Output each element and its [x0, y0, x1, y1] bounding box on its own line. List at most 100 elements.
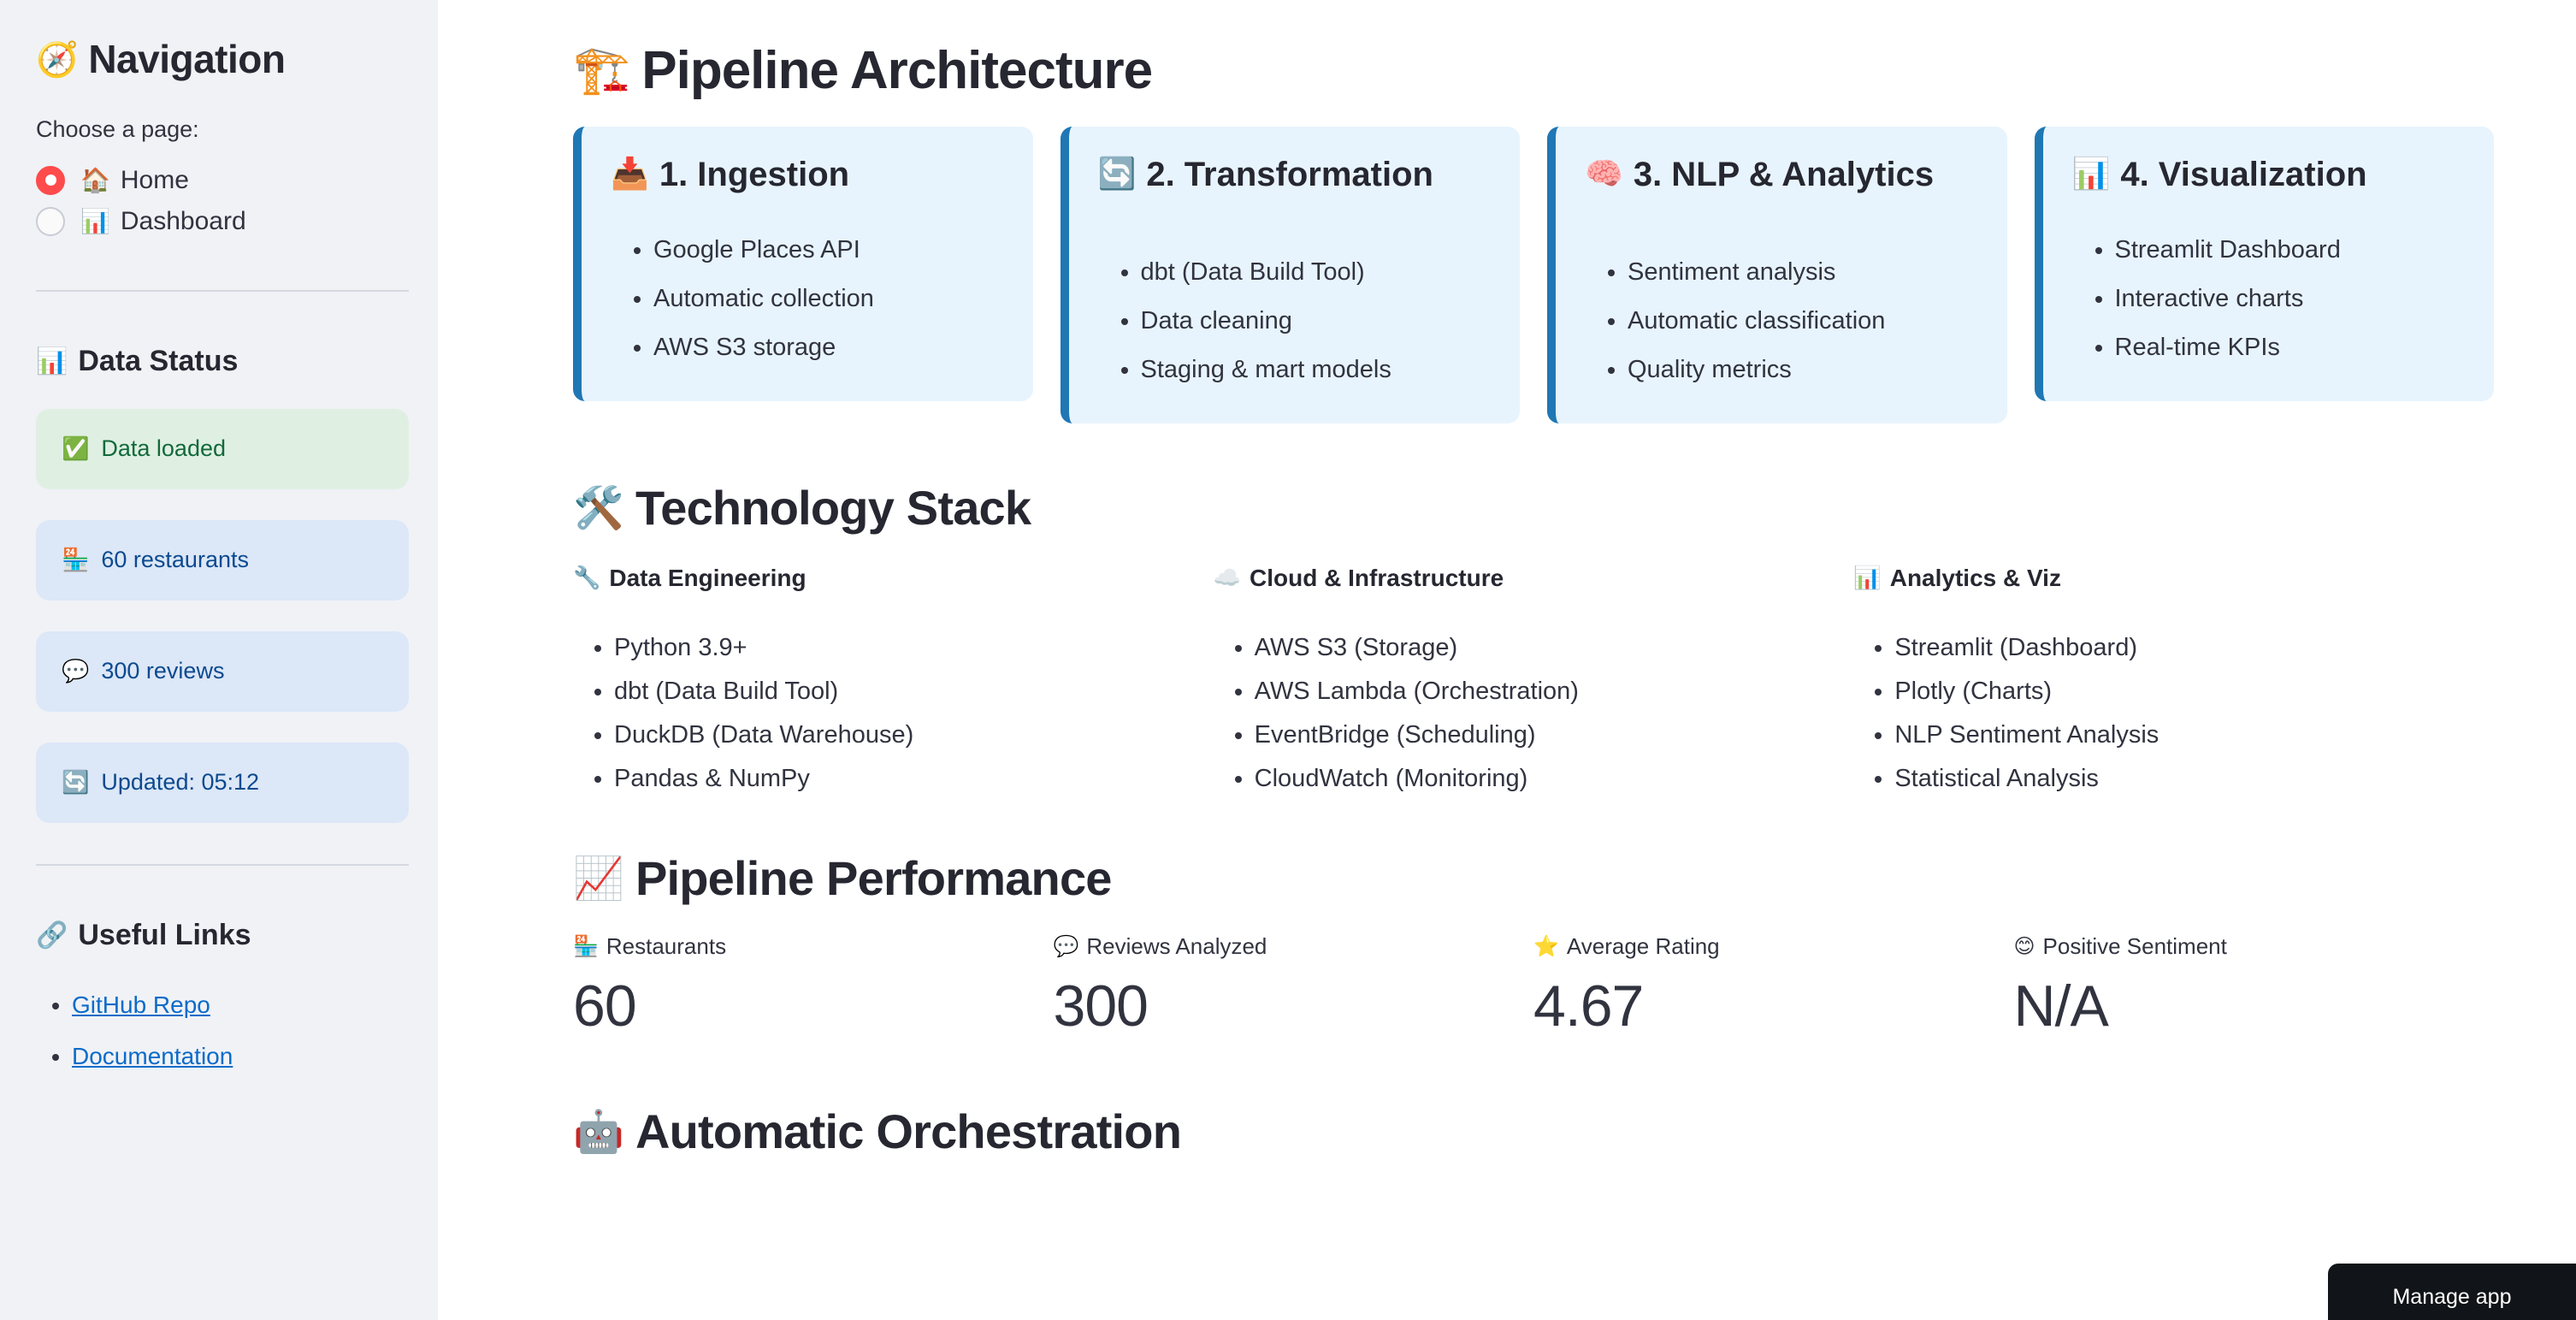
link-documentation[interactable]: Documentation — [72, 1042, 233, 1069]
brain-icon: 🧠 — [1585, 156, 1623, 192]
radio-home-label: 🏠 Home — [80, 165, 189, 194]
metric-value: 300 — [1053, 973, 1149, 1039]
list-item: dbt (Data Build Tool) — [1141, 248, 1492, 297]
main-content: 🏗️ Pipeline Architecture 📥 1. Ingestion … — [438, 0, 2576, 1320]
sidebar-divider-1 — [36, 289, 409, 292]
radio-dashboard[interactable] — [36, 206, 65, 236]
speech-balloon-icon: 💬 — [62, 658, 90, 684]
list-item: Statistical Analysis — [1894, 757, 2460, 801]
construction-crane-icon: 🏗️ — [573, 44, 630, 96]
tech-column-list: AWS S3 (Storage) AWS Lambda (Orchestrati… — [1255, 626, 1820, 801]
bar-chart-icon: 📊 — [80, 208, 110, 235]
tech-column-analytics-viz: 📊 Analytics & Viz Streamlit (Dashboard) … — [1853, 565, 2494, 801]
robot-icon: 🤖 — [573, 1109, 624, 1155]
metric-value: 60 — [573, 973, 637, 1039]
sidebar-item-dashboard[interactable]: 📊 Dashboard — [36, 201, 397, 242]
refresh-icon: 🔄 — [62, 769, 90, 796]
inbox-tray-icon: 📥 — [611, 156, 649, 192]
list-item: Plotly (Charts) — [1894, 670, 2460, 713]
list-item: EventBridge (Scheduling) — [1255, 713, 1820, 757]
metric-value: N/A — [2013, 973, 2109, 1039]
page-title-pipeline-architecture: 🏗️ Pipeline Architecture — [573, 41, 1153, 100]
convenience-store-icon: 🏪 — [573, 934, 599, 958]
tech-column-heading: 📊 Analytics & Viz — [1853, 564, 2061, 591]
tech-column-data-engineering: 🔧 Data Engineering Python 3.9+ dbt (Data… — [573, 565, 1214, 801]
sidebar-divider-2 — [36, 863, 409, 866]
list-item: Data cleaning — [1141, 297, 1492, 346]
sidebar-item-home[interactable]: 🏠 Home — [36, 160, 397, 201]
list-item: Quality metrics — [1628, 346, 1978, 394]
refresh-icon: 🔄 — [1097, 156, 1137, 192]
card-title: 🔄 2. Transformation — [1097, 155, 1433, 193]
wrench-icon: 🔧 — [573, 565, 601, 591]
status-badge-data-loaded: ✅ Data loaded — [36, 408, 409, 489]
architecture-card-visualization: 📊 4. Visualization Streamlit Dashboard I… — [2034, 126, 2494, 401]
metric-average-rating: ⭐ Average Rating 4.67 — [1533, 933, 2014, 1042]
link-icon: 🔗 — [36, 920, 68, 950]
convenience-store-icon: 🏪 — [62, 547, 90, 573]
card-title: 📊 4. Visualization — [2071, 155, 2367, 193]
tech-column-list: Python 3.9+ dbt (Data Build Tool) DuckDB… — [614, 626, 1179, 801]
architecture-card-transformation: 🔄 2. Transformation dbt (Data Build Tool… — [1060, 126, 1520, 423]
list-item: AWS Lambda (Orchestration) — [1255, 670, 1820, 713]
link-github-repo[interactable]: GitHub Repo — [72, 991, 210, 1018]
page-radio-group[interactable]: 🏠 Home 📊 Dashboard — [36, 160, 397, 242]
list-item: Interactive charts — [2115, 275, 2466, 323]
list-item: Streamlit (Dashboard) — [1894, 626, 2460, 670]
metric-reviews-analyzed: 💬 Reviews Analyzed 300 — [1054, 933, 1534, 1042]
tech-column-cloud-infrastructure: ☁️ Cloud & Infrastructure AWS S3 (Storag… — [1214, 565, 1854, 801]
status-badge-reviews: 💬 300 reviews — [36, 630, 409, 712]
chart-increasing-icon: 📈 — [573, 855, 624, 902]
list-item: AWS S3 storage — [653, 323, 1004, 372]
tech-column-heading: ☁️ Cloud & Infrastructure — [1213, 564, 1504, 591]
cloud-icon: ☁️ — [1213, 565, 1242, 591]
bar-chart-icon: 📊 — [1853, 565, 1882, 591]
metric-value: 4.67 — [1533, 973, 1644, 1039]
card-list: dbt (Data Build Tool) Data cleaning Stag… — [1141, 248, 1492, 394]
bar-chart-icon: 📊 — [36, 346, 68, 376]
architecture-card-row: 📥 1. Ingestion Google Places API Automat… — [573, 126, 2494, 423]
metric-restaurants: 🏪 Restaurants 60 — [573, 933, 1054, 1042]
radio-home[interactable] — [36, 165, 65, 195]
list-item: Automatic classification — [1628, 297, 1978, 346]
list-item: Sentiment analysis — [1628, 248, 1978, 297]
list-item: NLP Sentiment Analysis — [1894, 713, 2460, 757]
manage-app-label: Manage app — [2392, 1284, 2512, 1309]
list-item: Python 3.9+ — [614, 626, 1179, 670]
list-item: Google Places API — [653, 226, 1004, 275]
list-item: Staging & mart models — [1141, 346, 1492, 394]
technology-stack-columns: 🔧 Data Engineering Python 3.9+ dbt (Data… — [573, 565, 2494, 801]
card-list: Sentiment analysis Automatic classificat… — [1628, 248, 1978, 394]
section-title-technology-stack: 🛠️ Technology Stack — [573, 480, 1031, 535]
list-item: DuckDB (Data Warehouse) — [614, 713, 1179, 757]
bar-chart-icon: 📊 — [2071, 156, 2111, 192]
list-item: Automatic collection — [653, 275, 1004, 323]
list-item: Streamlit Dashboard — [2115, 226, 2466, 275]
card-title: 📥 1. Ingestion — [611, 155, 850, 193]
list-item: CloudWatch (Monitoring) — [1255, 757, 1820, 801]
metrics-row: 🏪 Restaurants 60 💬 Reviews Analyzed 300 … — [573, 933, 2494, 1042]
star-icon: ⭐ — [1533, 934, 1559, 958]
sidebar: 🧭 Navigation Choose a page: 🏠 Home 📊 Das… — [0, 0, 438, 1320]
list-item: AWS S3 (Storage) — [1255, 626, 1820, 670]
card-list: Streamlit Dashboard Interactive charts R… — [2115, 226, 2466, 372]
useful-links-list: GitHub Repo Documentation — [36, 980, 397, 1082]
architecture-card-ingestion: 📥 1. Ingestion Google Places API Automat… — [573, 126, 1033, 401]
tech-column-heading: 🔧 Data Engineering — [573, 564, 806, 591]
sidebar-title: 🧭 Navigation — [36, 36, 397, 83]
section-title-automatic-orchestration: 🤖 Automatic Orchestration — [573, 1104, 1182, 1158]
status-badge-restaurants: 🏪 60 restaurants — [36, 519, 409, 601]
metric-label: 💬 Reviews Analyzed — [1053, 932, 1267, 959]
list-item: dbt (Data Build Tool) — [614, 670, 1179, 713]
metric-label: 😊 Positive Sentiment — [2013, 932, 2227, 959]
manage-app-button[interactable]: Manage app — [2328, 1264, 2576, 1320]
hammer-and-wrench-icon: 🛠️ — [573, 485, 624, 531]
tech-column-list: Streamlit (Dashboard) Plotly (Charts) NL… — [1894, 626, 2460, 801]
radio-dashboard-label: 📊 Dashboard — [80, 206, 246, 235]
section-title-pipeline-performance: 📈 Pipeline Performance — [573, 850, 1112, 905]
metric-label: ⭐ Average Rating — [1533, 932, 1720, 959]
sidebar-title-text: Navigation — [88, 37, 286, 81]
list-item: GitHub Repo — [72, 980, 397, 1031]
house-icon: 🏠 — [80, 167, 110, 194]
compass-icon: 🧭 — [36, 40, 79, 79]
